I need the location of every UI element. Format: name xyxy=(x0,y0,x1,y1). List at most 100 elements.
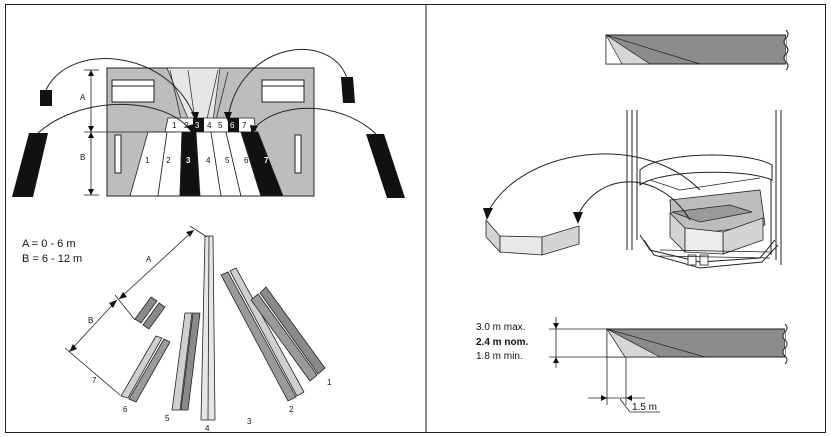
beam-4-split xyxy=(207,235,210,421)
beam-3-outer xyxy=(220,271,297,402)
equation-b: B = 6 - 12 m xyxy=(22,253,82,265)
slot-right xyxy=(294,134,302,174)
beam-label-6: 6 xyxy=(123,405,128,414)
small-zone-3-black xyxy=(193,118,204,132)
beam-6-inner xyxy=(128,338,171,403)
beam-label-5: 5 xyxy=(165,414,170,423)
plan-dim-a-ext-top xyxy=(189,225,208,238)
mounting-height-diagram: 3.0 m max. 2.4 m nom. 1.8 m min. 1.5 m xyxy=(476,317,788,413)
beam-end-top-left xyxy=(40,90,52,106)
beam-5-outer xyxy=(171,312,193,411)
floor-zone-label-5: 5 xyxy=(225,156,230,165)
dim-arrow-a-bottom xyxy=(88,126,94,132)
projected-floor-mid xyxy=(499,235,543,256)
dim-label-b: B xyxy=(80,153,85,162)
arc-bottom-left xyxy=(37,103,193,134)
arrow-head-bottom-left xyxy=(186,124,194,134)
small-zone-3: 3 xyxy=(195,121,200,130)
beam-1-inner xyxy=(259,286,326,375)
ceiling-wedge-top-white xyxy=(605,34,623,65)
beam-label-7: 7 xyxy=(92,376,97,385)
distance-arrow-right xyxy=(626,395,632,401)
room-ceiling-line xyxy=(649,177,761,191)
height-nom-label: 2.4 m nom. xyxy=(476,337,528,348)
beam-6-outer xyxy=(120,335,163,399)
plan-dim-label-b: B xyxy=(88,316,93,325)
small-zone-7: 7 xyxy=(242,121,247,130)
ceiling-wedge-bottom-white xyxy=(606,327,626,358)
inner-box-step-2 xyxy=(659,255,771,259)
room-floor-contour-2 xyxy=(643,239,779,269)
beam-end-bottom-right xyxy=(366,134,405,198)
beam-label-4: 4 xyxy=(205,424,210,433)
small-zone-1: 1 xyxy=(172,121,177,130)
height-arrow-top xyxy=(553,323,559,329)
inner-box-slot-1 xyxy=(687,254,697,266)
ceiling-ray-bottom xyxy=(606,328,706,358)
beam-7-inner xyxy=(142,302,166,330)
small-zone-6-black xyxy=(228,118,239,132)
dim-arrow-a-top xyxy=(88,70,94,76)
slot-left xyxy=(114,134,122,174)
wall-view: 1 2 3 4 5 6 7 1 2 3 4 5 6 7 xyxy=(12,48,405,198)
ceiling-profile-top xyxy=(605,29,789,71)
beam-label-3: 3 xyxy=(247,417,252,426)
floor-zone-label-4: 4 xyxy=(206,156,211,165)
plan-dim-b-ext xyxy=(64,347,121,396)
window-right xyxy=(261,79,305,103)
plan-dim-a-arrow-bottom xyxy=(119,292,127,299)
plan-dim-label-a: A xyxy=(146,255,152,264)
room-ceiling xyxy=(639,154,773,186)
inner-box-step-1 xyxy=(659,249,771,253)
beam-plan-view: A = 0 - 6 m B = 6 - 12 m 7 6 5 4 3 2 1 xyxy=(22,225,332,433)
beam-label-2: 2 xyxy=(289,405,294,414)
small-zone-strip: 1 2 3 4 5 6 7 xyxy=(164,117,257,133)
ceiling-break-bottom xyxy=(782,323,788,365)
inner-box-slot-2 xyxy=(699,254,709,266)
beam-3-inner xyxy=(229,267,305,397)
projected-floor-right xyxy=(541,225,580,256)
arrow-head-top-right xyxy=(224,112,232,122)
floor-zone-label-1: 1 xyxy=(145,156,150,165)
ceiling-ray-top xyxy=(605,34,701,65)
arrow-head-bottom-right xyxy=(250,125,258,135)
small-zone-5: 5 xyxy=(218,121,223,130)
arc-top-right xyxy=(227,48,348,119)
beam-7-outer xyxy=(134,296,158,324)
distance-arrow-left xyxy=(601,395,607,401)
floor-zone-label-2: 2 xyxy=(166,156,171,165)
floor-zone-label-6: 6 xyxy=(244,156,249,165)
beam-1-outer xyxy=(250,293,318,382)
plan-dim-a-arrow-top xyxy=(186,230,194,237)
small-zone-6: 6 xyxy=(230,121,235,130)
arc-arrow-inner xyxy=(577,181,691,221)
floor-zones: 1 2 3 4 5 6 7 xyxy=(107,131,314,197)
floor-zone-label-3: 3 xyxy=(186,156,191,165)
window-left xyxy=(111,79,155,103)
plan-dim-a xyxy=(118,229,195,300)
plan-dim-b-arrow-bottom xyxy=(69,344,77,352)
plan-dim-a-ext-bottom xyxy=(114,294,136,321)
height-arrow-bottom xyxy=(553,357,559,363)
distance-leader xyxy=(619,398,631,413)
beam-4 xyxy=(200,235,216,421)
height-max-label: 3.0 m max. xyxy=(476,322,525,333)
dim-arrow-b-bottom xyxy=(88,189,94,195)
ceiling-break-top xyxy=(783,29,789,71)
dim-arrow-b-top xyxy=(88,132,94,138)
dim-label-a: A xyxy=(80,93,86,102)
outer-frame xyxy=(5,4,826,433)
inner-box-top xyxy=(671,204,753,223)
arc-top-left xyxy=(45,58,196,119)
small-zone-4: 4 xyxy=(207,121,212,130)
beam-5-inner xyxy=(180,312,201,411)
floor-zone-label-7: 7 xyxy=(264,156,269,165)
beam-end-bottom-left xyxy=(12,133,48,197)
height-min-label: 1.8 m min. xyxy=(476,351,523,362)
beam-end-top-right xyxy=(341,77,355,103)
plan-dim-b-arrow-top xyxy=(109,300,117,308)
room-3d-view xyxy=(483,110,782,269)
equation-a: A = 0 - 6 m xyxy=(22,238,76,250)
arc-arrow-outer-head xyxy=(483,208,493,220)
